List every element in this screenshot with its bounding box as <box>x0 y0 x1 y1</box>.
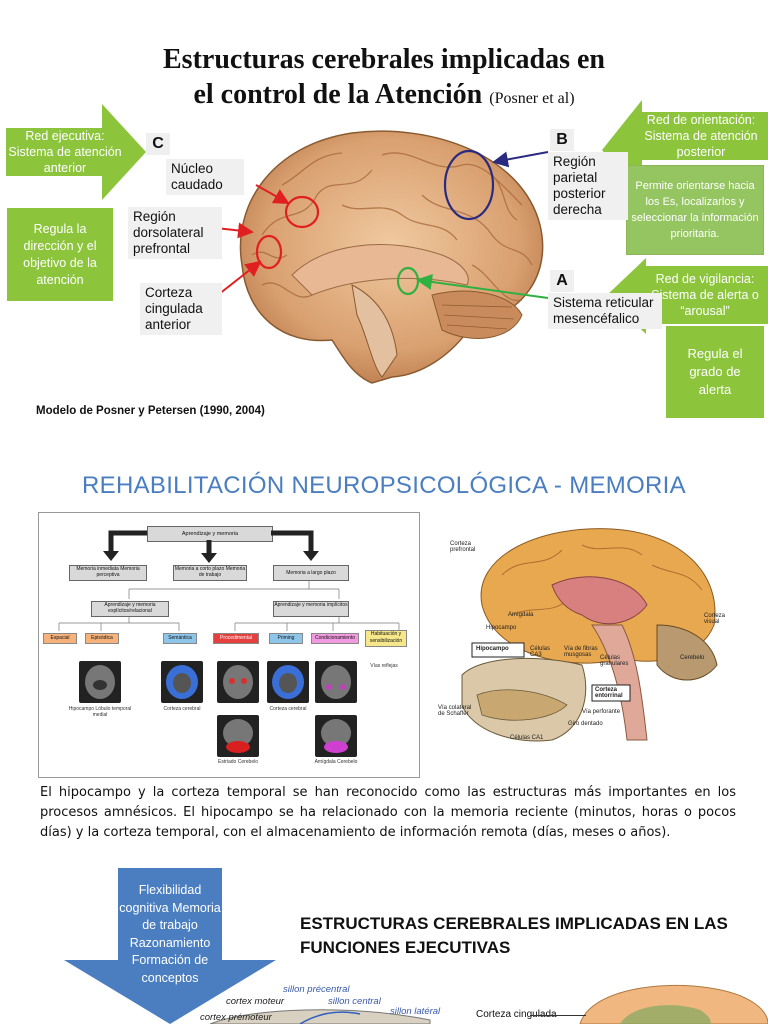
label-parietal-posterior: Región parietal posterior derecha <box>548 152 628 220</box>
exec-desc-box: Regula la dirección y el objetivo de la … <box>7 208 113 301</box>
label-reticular: Sistema reticular mesencéfalico <box>548 293 662 329</box>
page-title-line2: el control de la Atención (Posner et al) <box>0 78 768 116</box>
anat-giro-dentado: Giro dentado <box>568 721 603 727</box>
orient-desc-box: Permite orientarse hacia los Es, localiz… <box>626 165 764 255</box>
anat-celulas-ca1: Células CA1 <box>510 735 544 741</box>
section-heading-memoria: REHABILITACIÓN NEUROPSICOLÓGICA - MEMORI… <box>82 472 686 499</box>
exec-functions-list: Flexibilidad cognitiva Memoria de trabaj… <box>119 883 221 985</box>
cingulate-brain-illustration <box>579 984 768 1024</box>
brain-sagittal-illustration <box>239 130 544 384</box>
exec-functions-arrow: Flexibilidad cognitiva Memoria de trabaj… <box>64 868 276 1024</box>
fc-largo-plazo: Memoria a largo plazo <box>273 565 349 581</box>
navy-circle-parietal <box>443 149 495 221</box>
anat-fibras-musgosas: Vía de fibras musgosas <box>564 646 598 658</box>
figure-caption: Modelo de Posner y Petersen (1990, 2004) <box>36 405 265 417</box>
orient-net-arrow: Red de orientación: Sistema de atención … <box>602 100 768 200</box>
label-cortex-premoteur: cortex prémoteur <box>200 1012 272 1023</box>
label-nucleo-caudado: Núcleo caudado <box>166 159 244 195</box>
anat-celulas-ca3: Células CA3 <box>530 646 551 658</box>
mri-corteza <box>161 661 203 703</box>
anat-celulas-granulares: Células granulares <box>600 655 629 667</box>
cat-espacial: Espacial <box>43 633 77 644</box>
mri-amigdala <box>315 715 357 757</box>
fc-explicitos: Aprendizaje y memoria explícitos/relacio… <box>91 601 169 617</box>
exec-net-label: Red ejecutiva: Sistema de atención anter… <box>8 129 122 175</box>
red-circle-prefrontal <box>255 234 283 270</box>
anat-via-perforante: Vía perforante <box>582 709 621 715</box>
fc-implicitos: Aprendizaje y memoria implícitos <box>273 601 349 617</box>
label-corteza-cingulada: Corteza cingulada <box>476 1009 557 1020</box>
fc-inmediata: Memoria inmediata Memoria perceptiva <box>69 565 147 581</box>
cap-vias-reflejas: Vías reflejas <box>370 663 398 669</box>
anat-corteza-visual: Corteza visual <box>704 613 726 625</box>
cap-estriado: Estriado Cerebelo <box>217 759 259 765</box>
mri-hipocampo <box>79 661 121 703</box>
title-text: el control de la Atención <box>193 79 483 110</box>
anat-hipocampo-box: Hipocampo <box>476 646 509 652</box>
anat-via-schaffer: Vía colateral de Schaffer <box>438 705 472 717</box>
cat-semantica: Semántica <box>163 633 197 644</box>
anat-amigdala: Amígdala <box>508 612 534 618</box>
cap-hipocampo: Hipocampo Lóbulo temporal medial <box>68 706 132 718</box>
anat-corteza-entorrinal: Corteza entorrinal <box>595 687 623 699</box>
label-dorsolateral-prefrontal: Región dorsolateral prefrontal <box>128 207 222 259</box>
frontal-cortex-illustration <box>209 1009 431 1024</box>
mri-procedimental <box>217 661 259 703</box>
cat-procedimental: Procedimental <box>213 633 259 644</box>
cap-corteza-2: Corteza cerebral <box>269 706 307 712</box>
mri-estriado <box>217 715 259 757</box>
cat-habituacion: Habituación y sensibilización <box>365 630 407 647</box>
label-sillon-precentral: sillon précentral <box>283 984 350 995</box>
letter-a: A <box>550 270 574 292</box>
letter-b: B <box>550 129 574 151</box>
mri-condicionamiento <box>315 661 357 703</box>
label-sillon-lateral: sillon latéral <box>390 1006 441 1017</box>
memory-flowchart: Aprendizaje y memoria Memoria inmediata … <box>38 512 420 778</box>
cap-corteza: Corteza cerebral <box>163 706 201 712</box>
hippocampus-anatomy: Corteza prefrontal Amígdala Hipocampo Co… <box>432 515 738 767</box>
fc-corto-plazo: Memoria a corto plazo Memoria de trabajo <box>173 565 247 581</box>
cat-condicionamiento: Condicionamiento <box>311 633 359 644</box>
mri-priming <box>267 661 309 703</box>
section-heading-ejecutivas: ESTRUCTURAS CEREBRALES IMPLICADAS EN LAS… <box>300 914 728 957</box>
page-title: Estructuras cerebrales implicadas en <box>163 44 605 75</box>
red-circle-nucleo <box>284 195 320 229</box>
orient-net-label: Red de orientación: Sistema de atención … <box>644 113 758 159</box>
anat-hipocampo: Hipocampo <box>486 625 517 631</box>
vigil-net-label: Red de vigilancia: Sistema de alerta o “… <box>651 272 759 318</box>
letter-c: C <box>146 133 170 155</box>
label-sillon-central: sillon central <box>328 996 381 1007</box>
cat-priming: Priming <box>269 633 303 644</box>
cap-amigdala: Amígdala Cerebelo <box>314 759 358 765</box>
label-cingulada-anterior: Corteza cingulada anterior <box>140 283 222 335</box>
title-citation: (Posner et al) <box>489 90 575 107</box>
cingulada-pointer <box>530 1015 586 1016</box>
vigil-desc-box: Regula el grado de alerta <box>666 326 764 418</box>
memory-paragraph: El hipocampo y la corteza temporal se ha… <box>40 785 736 840</box>
exec-net-arrow: Red ejecutiva: Sistema de atención anter… <box>6 104 146 200</box>
label-cortex-moteur: cortex moteur <box>226 996 285 1007</box>
flowchart-arrows <box>58 530 400 631</box>
anat-corteza-prefrontal: Corteza prefrontal <box>450 541 476 553</box>
anat-cerebelo: Cerebelo <box>680 655 705 661</box>
cat-episodica: Episódica <box>85 633 119 644</box>
